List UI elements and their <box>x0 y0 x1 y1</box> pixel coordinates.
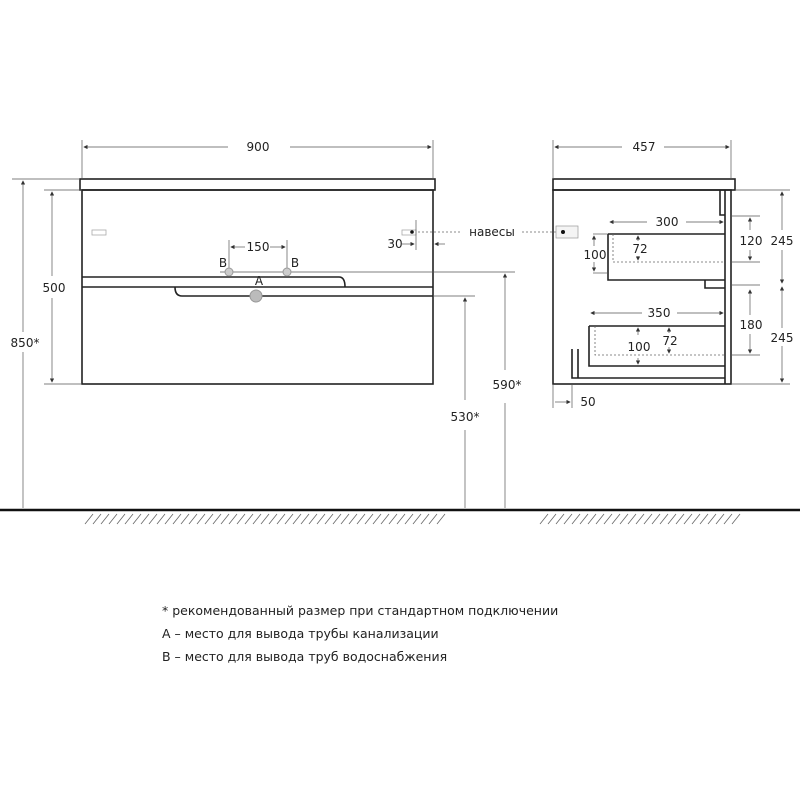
side-cabinet-body <box>552 189 732 385</box>
upper-clearance: 120 <box>740 234 763 248</box>
drain-height-dimension: 530* <box>451 410 480 424</box>
hinge-right-icon <box>401 229 417 236</box>
water-spacing-dimension: 150 <box>247 240 270 254</box>
lower-drawer-height: 100 <box>628 340 651 354</box>
hinge-left-icon <box>91 229 107 236</box>
width-dimension: 900 <box>247 140 270 154</box>
plinth-offset: 50 <box>580 395 595 409</box>
label-b-right: B <box>291 256 299 270</box>
body-height-dimension: 500 <box>43 281 66 295</box>
lower-drawer <box>571 325 725 379</box>
depth-dimension: 457 <box>633 140 656 154</box>
upper-drawer-height: 100 <box>584 248 607 262</box>
side-countertop <box>552 178 736 191</box>
floor-line <box>0 508 800 525</box>
countertop <box>79 178 436 191</box>
notes: * рекомендованный размер при стандартном… <box>162 599 558 668</box>
total-height-dimension: 850* <box>11 336 40 350</box>
upper-drawer-inner: 72 <box>632 242 647 256</box>
lower-clearance: 180 <box>740 318 763 332</box>
hinges-label: навесы <box>469 225 515 239</box>
upper-drawer-depth: 300 <box>656 215 679 229</box>
lower-drawer-inner: 72 <box>662 334 677 348</box>
water-height-dimension: 590* <box>493 378 522 392</box>
note-a: A – место для вывода трубы канализации <box>162 626 439 641</box>
front-view: 900 500 850* 150 B B A 590* 530* <box>11 140 562 508</box>
lower-section-height: 245 <box>771 331 794 345</box>
label-a: A <box>255 274 264 288</box>
side-view: 457 300 350 100 72 100 72 120 180 245 24 <box>552 140 794 409</box>
label-b-left: B <box>219 256 227 270</box>
drain-outlet-a-icon <box>249 289 263 303</box>
lower-drawer-depth: 350 <box>648 306 671 320</box>
side-hinge-icon <box>555 225 579 239</box>
upper-drawer <box>607 233 725 289</box>
upper-section-height: 245 <box>771 234 794 248</box>
water-outlet-b-icon <box>282 267 292 277</box>
water-outlet-b-icon <box>224 267 234 277</box>
note-b: B – место для вывода труб водоснабжения <box>162 649 448 664</box>
drawer-handle-profile <box>82 276 433 297</box>
hinge-offset-dimension: 30 <box>387 237 402 251</box>
note-recommended: * рекомендованный размер при стандартном… <box>162 603 559 618</box>
